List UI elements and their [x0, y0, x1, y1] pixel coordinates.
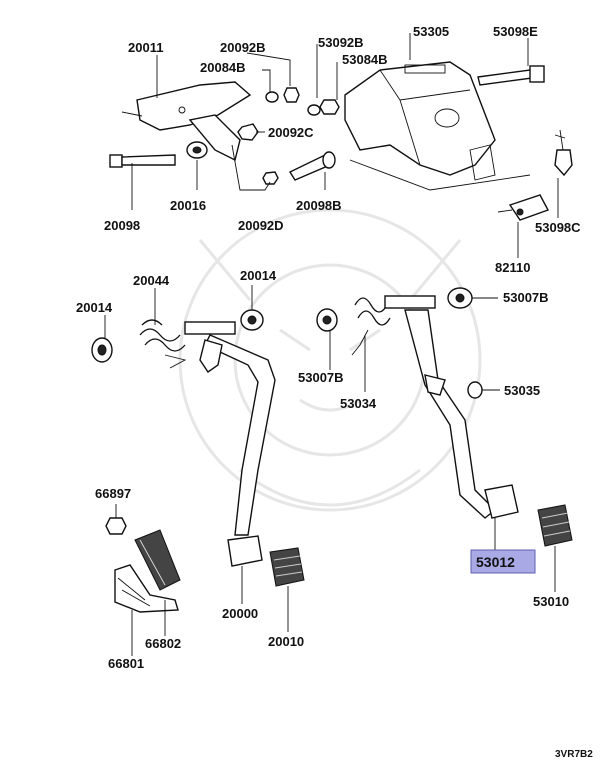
washer-53084B[interactable] [307, 104, 321, 116]
brake-pedal-bracket-53305[interactable] [344, 61, 531, 191]
label-53010[interactable]: 53010 [533, 594, 569, 609]
part-labels: 20011 20092B 20084B 53092B 53084B 53305 … [76, 24, 593, 760]
bushing-20016[interactable] [186, 141, 208, 159]
label-20000[interactable]: 20000 [222, 606, 258, 621]
label-66897[interactable]: 66897 [95, 486, 131, 501]
brake-pedal-53012[interactable] [384, 295, 497, 519]
stop-lamp-switch-82110[interactable] [497, 194, 549, 221]
accelerator-bracket-66801[interactable] [114, 564, 179, 613]
highlight-box [470, 549, 536, 574]
pedal-pad-53012[interactable] [484, 484, 519, 519]
label-53092B[interactable]: 53092B [318, 35, 364, 50]
bolt-20098[interactable] [109, 154, 176, 168]
bushing-20014-left[interactable] [91, 337, 113, 363]
accelerator-pedal-66802[interactable] [134, 529, 181, 591]
bushing-53007B-right[interactable] [447, 287, 473, 309]
label-20044[interactable]: 20044 [133, 273, 170, 288]
label-20014-right[interactable]: 20014 [240, 268, 277, 283]
diagram-code: 3VR7B2 [555, 749, 593, 760]
pedal-pad-20000[interactable] [227, 535, 263, 567]
clutch-pedal-20000[interactable] [184, 321, 276, 536]
label-20084B[interactable]: 20084B [200, 60, 246, 75]
label-53035[interactable]: 53035 [504, 383, 540, 398]
nut-53092B[interactable] [319, 99, 340, 115]
label-66801[interactable]: 66801 [108, 656, 144, 671]
washer-20084B[interactable] [265, 91, 279, 103]
label-53305[interactable]: 53305 [413, 24, 449, 39]
label-53007B-left[interactable]: 53007B [298, 370, 344, 385]
label-20016[interactable]: 20016 [170, 198, 206, 213]
pedal-pad-53010[interactable] [537, 504, 573, 547]
label-20014-left[interactable]: 20014 [76, 300, 113, 315]
bushing-53007B-left[interactable] [316, 308, 338, 332]
label-20092D[interactable]: 20092D [238, 218, 284, 233]
spring-20044[interactable] [139, 319, 187, 369]
label-66802[interactable]: 66802 [145, 636, 181, 651]
clip-53098C[interactable] [554, 129, 573, 177]
label-20098B[interactable]: 20098B [296, 198, 342, 213]
label-20011[interactable]: 20011 [128, 40, 163, 55]
label-20098[interactable]: 20098 [104, 218, 140, 233]
label-20010[interactable]: 20010 [268, 634, 304, 649]
clutch-bracket-20011[interactable] [121, 81, 252, 162]
label-53034[interactable]: 53034 [340, 396, 377, 411]
label-53007B-right[interactable]: 53007B [503, 290, 549, 305]
label-53084B[interactable]: 53084B [342, 52, 388, 67]
label-20092B[interactable]: 20092B [220, 40, 266, 55]
nut-66897[interactable] [105, 517, 127, 535]
nut-20092D[interactable] [262, 171, 279, 185]
nut-20092C[interactable] [237, 123, 259, 141]
label-82110[interactable]: 82110 [495, 260, 530, 275]
pedal-pad-20010[interactable] [269, 547, 305, 587]
label-53098E[interactable]: 53098E [493, 24, 538, 39]
label-20092C[interactable]: 20092C [268, 125, 314, 140]
label-53012[interactable]: 53012 [476, 554, 515, 570]
leader-lines [104, 33, 559, 656]
bolt-53098E[interactable] [477, 65, 545, 86]
bushing-20014-right[interactable] [240, 309, 264, 331]
nut-20092B[interactable] [283, 87, 300, 103]
bolt-20098B[interactable] [288, 151, 336, 181]
bushing-53035[interactable] [467, 381, 483, 399]
label-53098C[interactable]: 53098C [535, 220, 581, 235]
watermark-emblem [178, 208, 482, 512]
